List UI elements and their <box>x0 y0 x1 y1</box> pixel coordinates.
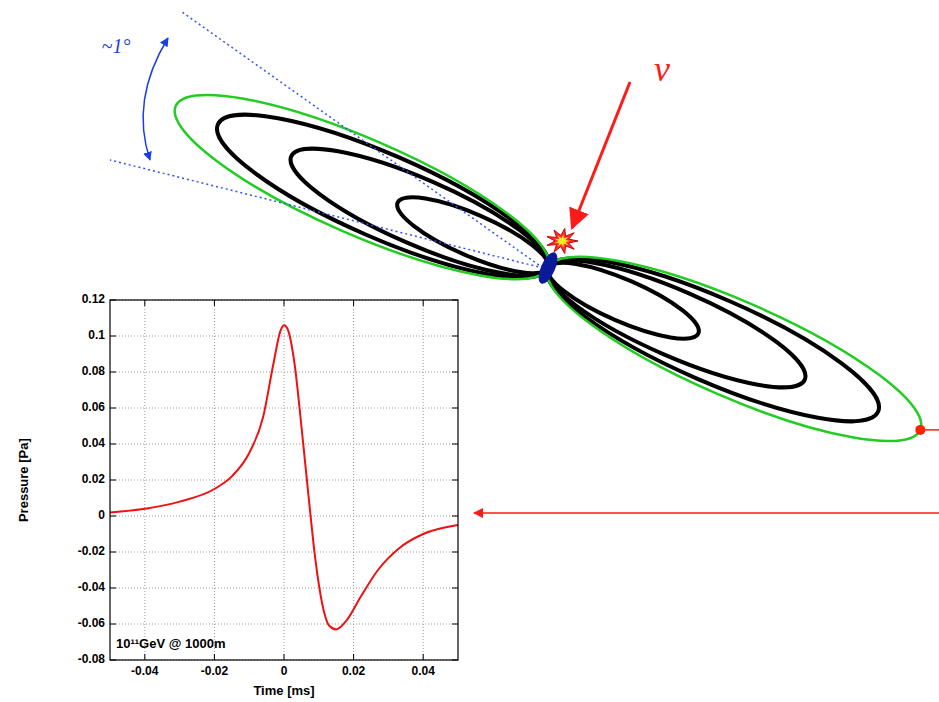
tick-label: 0.08 <box>82 365 105 378</box>
tick <box>423 654 424 660</box>
tick-label: -0.04 <box>131 665 158 678</box>
tick <box>452 372 458 373</box>
chart-annotation: 10¹¹GeV @ 1000m <box>116 637 226 651</box>
tick <box>110 552 116 553</box>
tick-label: 0.06 <box>82 401 105 414</box>
neutrino-label: ν <box>654 50 670 90</box>
pressure-contour <box>529 224 939 474</box>
pressure-chart <box>110 300 458 660</box>
tick <box>214 300 215 306</box>
tick-label: 0.04 <box>82 437 105 450</box>
tick-label: -0.08 <box>78 653 105 666</box>
tick-label: 0 <box>281 665 288 678</box>
tick-label: 0.04 <box>412 665 435 678</box>
tick <box>110 336 116 337</box>
interaction-burst <box>547 228 578 253</box>
tick <box>452 480 458 481</box>
tick <box>452 408 458 409</box>
tick <box>452 444 458 445</box>
tick <box>110 624 116 625</box>
angle-line <box>182 12 543 268</box>
pressure-contour <box>531 229 895 450</box>
tick <box>452 624 458 625</box>
angle-label: ~1° <box>102 35 131 57</box>
tick <box>110 480 116 481</box>
observer-point <box>915 425 925 435</box>
axis-title: Time [ms] <box>253 684 314 698</box>
tick <box>144 300 145 306</box>
grid-line <box>214 300 215 660</box>
tick <box>214 654 215 660</box>
tick-label: 0.1 <box>88 329 105 342</box>
grid-line <box>353 300 354 660</box>
tick-label: 0.02 <box>342 665 365 678</box>
grid-line <box>144 300 145 660</box>
tick-label: 0.12 <box>82 293 105 306</box>
angle-arc <box>143 38 168 160</box>
tick <box>452 516 458 517</box>
tick <box>144 654 145 660</box>
plot-area <box>110 300 458 660</box>
tick <box>452 552 458 553</box>
tick-label: -0.02 <box>201 665 228 678</box>
tick-label: -0.04 <box>78 581 105 594</box>
pressure-contour <box>157 62 568 312</box>
tick <box>110 372 116 373</box>
interaction-burst <box>554 235 570 248</box>
axis-title: Pressure [Pa] <box>17 438 31 522</box>
tick-label: -0.02 <box>78 545 105 558</box>
tick <box>284 300 285 306</box>
tick <box>284 654 285 660</box>
tick <box>423 300 424 306</box>
tick <box>353 654 354 660</box>
neutrino-arrow <box>572 82 630 228</box>
tick-label: -0.06 <box>78 617 105 630</box>
tick <box>452 336 458 337</box>
tick-label: 0.02 <box>82 473 105 486</box>
tick <box>110 516 116 517</box>
tick <box>452 588 458 589</box>
tick <box>110 588 116 589</box>
tick-label: 0 <box>98 509 105 522</box>
signal-arrow <box>474 512 939 514</box>
pressure-curve <box>110 325 458 629</box>
angle-line <box>110 160 543 268</box>
tick <box>353 300 354 306</box>
cascade-volume <box>535 250 561 287</box>
grid-line <box>423 300 424 660</box>
plot-frame <box>110 300 458 660</box>
tick <box>110 444 116 445</box>
tick <box>110 408 116 409</box>
grid-line <box>284 300 285 660</box>
